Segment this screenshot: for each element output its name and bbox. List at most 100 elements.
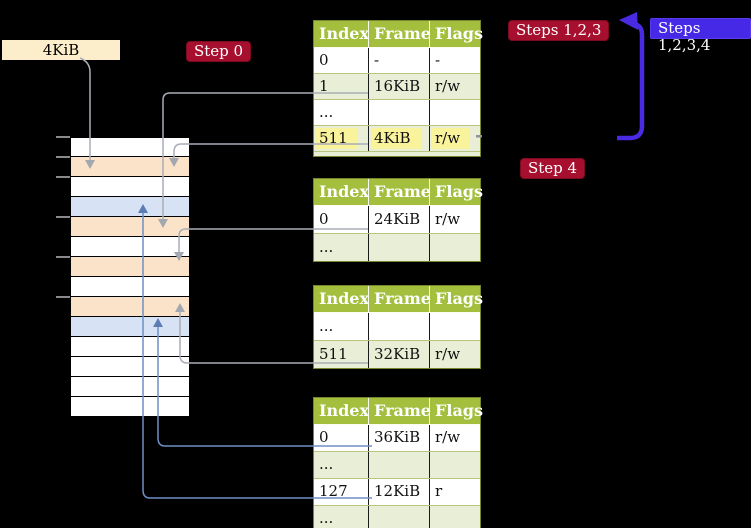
table-cell	[429, 313, 479, 340]
table-cell	[429, 100, 479, 125]
page-table-level3: Index Frame Flags 0 24KiB r/w ...	[313, 178, 483, 262]
memory-frame-52kib	[70, 397, 190, 417]
steps123-label: Steps 1,2,3	[508, 20, 610, 41]
frame-size-box: 4KiB	[2, 40, 120, 60]
table-row: ...	[314, 99, 480, 125]
table-cell	[429, 452, 479, 478]
table-row: 0 - -	[314, 47, 480, 73]
table-cell: 0	[319, 428, 329, 446]
table-header-row: Index Frame Flags	[314, 179, 483, 205]
memory-frame-12kib-mapped	[70, 197, 190, 217]
highlight: 4KiB	[371, 128, 421, 149]
memory-frame-8kib	[70, 177, 190, 197]
highlight: r/w	[432, 128, 471, 149]
table-cell: 24KiB	[368, 206, 429, 233]
table-row: 127 12KiB r	[314, 478, 480, 505]
table-header-row: Index Frame Flags	[314, 286, 483, 312]
table-cell: -	[368, 48, 429, 73]
memory-frame-20kib	[70, 237, 190, 257]
table-row: ...	[314, 312, 480, 340]
col-header-flags: Flags	[429, 286, 483, 312]
memory-tick	[56, 216, 70, 218]
col-header-frame: Frame	[368, 21, 431, 47]
col-header-flags: Flags	[429, 398, 483, 424]
table-cell	[368, 100, 429, 125]
table-header-row: Index Frame Flags	[314, 21, 483, 47]
memory-frame-16kib-page-table	[70, 217, 190, 237]
arrowhead-left-icon	[619, 12, 638, 30]
table-cell: r/w	[429, 126, 479, 151]
table-cell: r/w	[429, 341, 479, 368]
col-header-flags: Flags	[429, 179, 483, 205]
table-row-highlighted: 511 4KiB r/w	[314, 125, 480, 151]
memory-tick	[56, 156, 70, 158]
memory-frame-40kib	[70, 337, 190, 357]
col-header-index: Index	[319, 289, 370, 308]
table-row: ...	[314, 233, 480, 261]
table-cell: r/w	[429, 425, 479, 451]
memory-frame-0kib	[70, 137, 190, 157]
memory-frame-24kib-page-table	[70, 257, 190, 277]
highlight: 511	[316, 128, 358, 149]
memory-tick	[56, 296, 70, 298]
table-cell: ...	[319, 317, 334, 335]
table-cell: r/w	[429, 206, 479, 233]
table-cell: ...	[319, 455, 334, 473]
table-cell: 511	[314, 126, 368, 151]
table-row: 0 24KiB r/w	[314, 205, 480, 233]
table-header-row: Index Frame Flags	[314, 398, 483, 424]
table-cell: 0	[319, 51, 329, 69]
col-header-flags: Flags	[429, 21, 483, 47]
memory-tick	[56, 256, 70, 258]
steps1234-label: Steps 1,2,3,4	[650, 18, 751, 54]
col-header-frame: Frame	[368, 398, 431, 424]
table-bottom-strip	[314, 151, 480, 156]
table-row: ...	[314, 505, 480, 528]
table-cell: ...	[319, 238, 334, 256]
physical-memory-column	[70, 137, 190, 417]
table-cell: 511	[319, 345, 348, 363]
table-cell: r	[429, 479, 479, 505]
page-table-level2: Index Frame Flags ... 511 32KiB r/w	[313, 285, 483, 369]
table-cell	[368, 506, 429, 528]
table-cell: 0	[319, 210, 329, 228]
table-cell: 16KiB	[368, 74, 429, 99]
table-cell: r/w	[429, 74, 479, 99]
table-cell: ...	[319, 103, 334, 121]
memory-tick	[56, 136, 70, 138]
table-row: 511 32KiB r/w	[314, 340, 480, 368]
table-cell: ...	[319, 509, 334, 527]
memory-frame-32kib-page-table	[70, 297, 190, 317]
step4-label: Step 4	[520, 158, 586, 179]
memory-frame-4kib-page-table	[70, 157, 190, 177]
step0-label: Step 0	[186, 41, 252, 62]
memory-frame-44kib	[70, 357, 190, 377]
col-header-index: Index	[319, 24, 370, 43]
table-cell: 12KiB	[368, 479, 429, 505]
table-cell: -	[429, 48, 479, 73]
col-header-index: Index	[319, 401, 370, 420]
page-table-level4: Index Frame Flags 0 - - 1 16KiB r/w ... …	[313, 20, 483, 157]
table-row: 0 36KiB r/w	[314, 424, 480, 451]
table-row: 1 16KiB r/w	[314, 73, 480, 99]
memory-frame-28kib	[70, 277, 190, 297]
table-cell: 1	[319, 77, 329, 95]
table-cell	[429, 506, 479, 528]
table-cell: 36KiB	[368, 425, 429, 451]
table-cell	[368, 234, 429, 261]
memory-frame-36kib-mapped	[70, 317, 190, 337]
table-cell	[368, 452, 429, 478]
table-row: ...	[314, 451, 480, 478]
col-header-frame: Frame	[368, 179, 431, 205]
col-header-frame: Frame	[368, 286, 431, 312]
table-cell: 4KiB	[368, 126, 429, 151]
arrow-steps-loop	[617, 21, 645, 141]
table-cell: 32KiB	[368, 341, 429, 368]
memory-tick	[56, 176, 70, 178]
col-header-index: Index	[319, 182, 370, 201]
memory-frame-48kib	[70, 377, 190, 397]
table-cell: 127	[319, 482, 348, 500]
table-cell	[429, 234, 479, 261]
table-cell	[368, 313, 429, 340]
